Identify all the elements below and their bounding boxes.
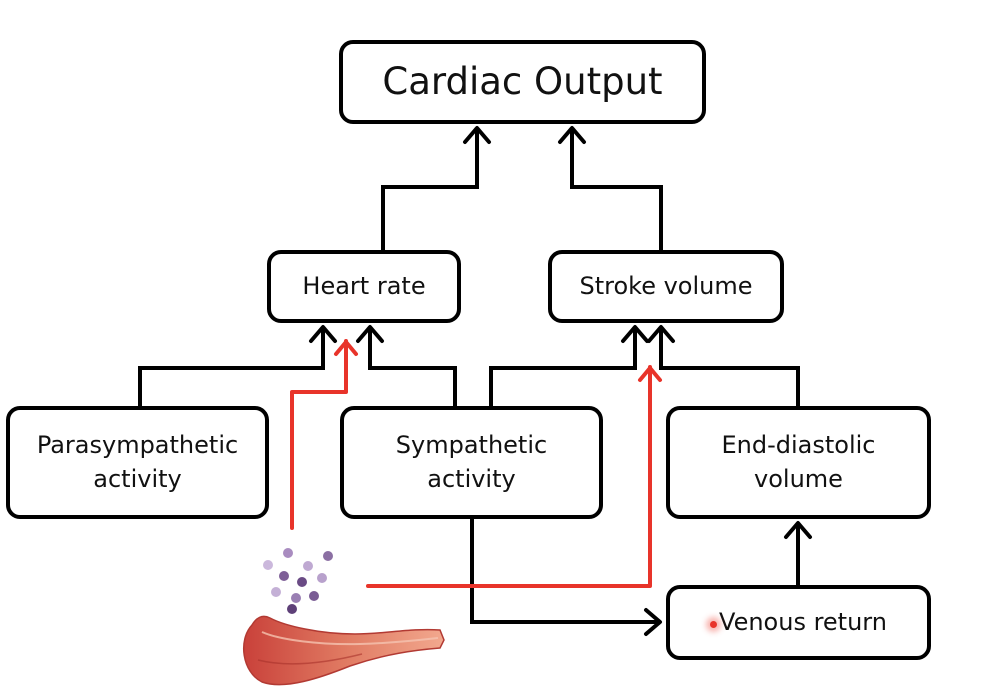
arrowhead-hr-left xyxy=(309,325,337,343)
red-arrowhead-stroke-volume xyxy=(638,366,662,382)
arrow-edv-to-sv xyxy=(659,329,800,406)
arrowhead-sv-left xyxy=(621,325,649,343)
heart-rate-box: Heart rate xyxy=(267,250,461,323)
parasympathetic-activity-box: Parasympathetic activity xyxy=(6,406,269,519)
pointer-dot-icon xyxy=(710,621,718,628)
red-arrow-to-stroke-volume xyxy=(366,365,652,588)
red-arrowhead-heart-rate xyxy=(334,340,358,356)
arrowhead-co-right xyxy=(558,126,586,144)
red-arrow-to-heart-rate xyxy=(290,339,348,530)
cardiac-output-label: Cardiac Output xyxy=(382,60,663,104)
arrowhead-edv xyxy=(784,521,812,539)
sympathetic-activity-box: Sympathetic activity xyxy=(340,406,603,519)
arrow-symp-to-sv xyxy=(489,329,637,406)
arrow-hr-to-co xyxy=(381,130,479,250)
venous-return-label: Venous return xyxy=(719,607,887,636)
parasympathetic-activity-label: Parasympathetic activity xyxy=(36,430,239,493)
arrow-symp-to-hr xyxy=(368,329,457,406)
arrow-symp-to-vr xyxy=(470,519,658,624)
adrenal-tissue-icon xyxy=(243,615,445,686)
molecules-icon xyxy=(263,548,333,614)
heart-rate-label: Heart rate xyxy=(302,271,426,300)
arrowhead-sv-right xyxy=(647,325,675,343)
cardiac-output-box: Cardiac Output xyxy=(339,40,706,124)
arrow-para-to-hr xyxy=(138,329,325,406)
arrow-sv-to-co xyxy=(570,130,663,250)
sympathetic-activity-label: Sympathetic activity xyxy=(395,430,548,493)
end-diastolic-volume-box: End-diastolic volume xyxy=(666,406,931,519)
arrowhead-co-left xyxy=(463,126,491,144)
stroke-volume-label: Stroke volume xyxy=(579,271,753,300)
venous-return-box: Venous return xyxy=(666,585,931,660)
arrowhead-vr xyxy=(644,608,662,636)
stroke-volume-box: Stroke volume xyxy=(548,250,784,323)
arrowhead-hr-right xyxy=(356,325,384,343)
end-diastolic-volume-label: End-diastolic volume xyxy=(721,430,876,493)
